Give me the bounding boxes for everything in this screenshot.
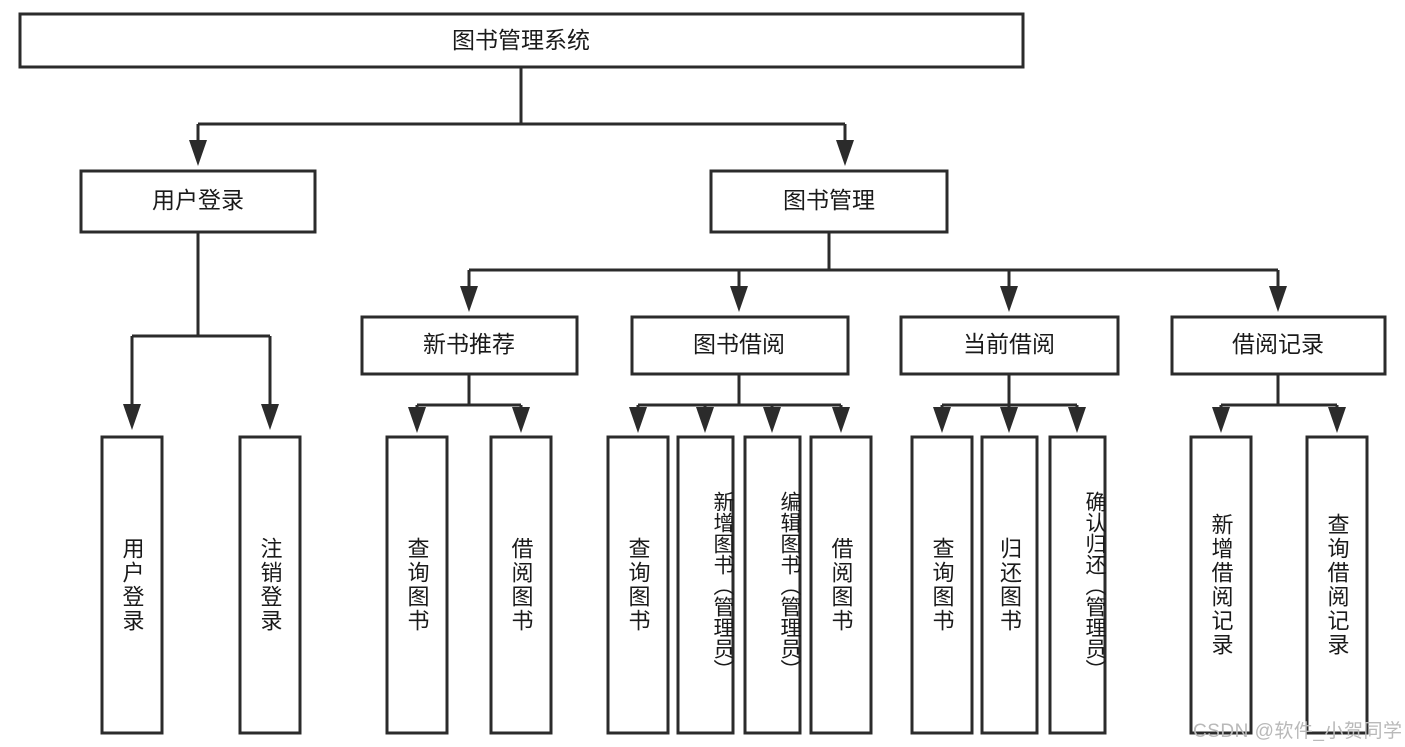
node-new-book-recommend-label: 新书推荐 xyxy=(423,331,515,357)
csdn-watermark: CSDN @软件_小贺同学 xyxy=(1193,721,1403,742)
node-root[interactable] xyxy=(18,12,1025,69)
connector-bookborrow-to-leaves xyxy=(629,374,850,433)
connector-root-to-level2 xyxy=(189,67,854,166)
node-leaf-add-record[interactable] xyxy=(1189,435,1253,735)
node-new-book-recommend[interactable] xyxy=(360,315,579,376)
node-book-manage-label: 图书管理 xyxy=(783,187,875,213)
node-leaf-borrow-book-2[interactable] xyxy=(809,435,873,735)
node-leaf-logout-login[interactable] xyxy=(238,435,302,735)
node-current-borrow-label: 当前借阅 xyxy=(963,331,1055,357)
node-user-login[interactable] xyxy=(79,169,317,234)
node-leaf-query-book-2[interactable] xyxy=(606,435,670,735)
node-borrow-record[interactable] xyxy=(1170,315,1387,376)
node-leaf-query-book-3[interactable] xyxy=(910,435,974,735)
node-current-borrow[interactable] xyxy=(899,315,1120,376)
connector-newbook-to-leaves xyxy=(408,374,530,433)
node-leaf-borrow-book-1[interactable] xyxy=(489,435,553,735)
node-leaf-add-book[interactable] xyxy=(676,435,735,735)
connector-bookmanage-to-level3 xyxy=(460,232,1287,312)
node-leaf-query-record[interactable] xyxy=(1305,435,1369,735)
connector-borrowrecord-to-leaves xyxy=(1212,374,1346,433)
connector-currentborrow-to-leaves xyxy=(933,374,1086,433)
node-book-borrow[interactable] xyxy=(630,315,850,376)
node-leaf-query-book-1[interactable] xyxy=(385,435,449,735)
node-book-borrow-label: 图书借阅 xyxy=(693,331,785,357)
node-user-login-label: 用户登录 xyxy=(152,187,244,213)
node-leaf-return-book[interactable] xyxy=(980,435,1039,735)
node-leaf-edit-book[interactable] xyxy=(743,435,802,735)
node-root-label: 图书管理系统 xyxy=(452,27,590,53)
node-book-manage[interactable] xyxy=(709,169,949,234)
node-leaf-confirm-return[interactable] xyxy=(1048,435,1107,735)
node-borrow-record-label: 借阅记录 xyxy=(1232,331,1324,357)
node-leaf-user-login[interactable] xyxy=(100,435,164,735)
connector-userlogin-to-leaves xyxy=(123,232,279,430)
